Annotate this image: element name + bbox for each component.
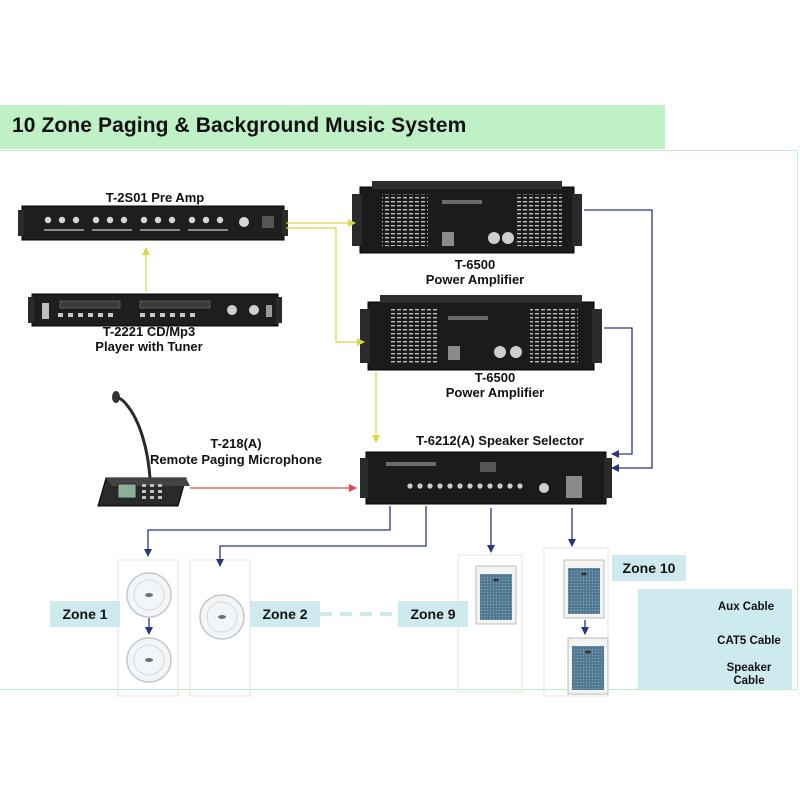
amp1-label-line1: T-6500 bbox=[454, 257, 496, 272]
amp2-label-line2: Power Amplifier bbox=[445, 385, 545, 400]
zone-1-box bbox=[117, 559, 179, 697]
legend-cat5-label: CAT5 Cable bbox=[717, 635, 781, 647]
cd-player-device bbox=[28, 293, 282, 327]
amp2-label-line1: T-6500 bbox=[474, 370, 516, 385]
legend-speaker-label-line1: Speaker bbox=[726, 662, 772, 674]
ceiling-speaker-icon bbox=[126, 572, 172, 618]
power-amplifier-1-device bbox=[352, 181, 582, 254]
ceiling-speaker-icon bbox=[199, 594, 245, 640]
preamp-label: T-2S01 Pre Amp bbox=[105, 190, 205, 205]
ceiling-speaker-icon bbox=[126, 637, 172, 683]
zone-1-label: Zone 1 bbox=[50, 601, 120, 627]
cable-legend bbox=[638, 589, 792, 689]
amp1-label-line2: Power Amplifier bbox=[425, 272, 525, 287]
cd-player-label-line1: T-2221 CD/Mp3 bbox=[102, 324, 196, 339]
legend-speaker-label-line2: Cable bbox=[733, 675, 765, 687]
zone-2-label: Zone 2 bbox=[250, 601, 320, 627]
wall-speaker-icon bbox=[563, 559, 605, 619]
legend-aux-label: Aux Cable bbox=[717, 601, 775, 613]
zone-10-box bbox=[543, 547, 609, 697]
zone-10-label: Zone 10 bbox=[612, 555, 686, 581]
page-title: 10 Zone Paging & Background Music System bbox=[12, 114, 467, 137]
preamp-device bbox=[18, 205, 288, 241]
wall-speaker-icon bbox=[567, 637, 609, 695]
zone-2-box bbox=[189, 559, 251, 697]
microphone-label-line1: T-218(A) bbox=[210, 436, 262, 451]
speaker-selector-device bbox=[360, 451, 612, 505]
speaker-cables bbox=[144, 209, 653, 635]
wall-speaker-icon bbox=[475, 565, 517, 625]
microphone-label-line2: Remote Paging Microphone bbox=[150, 452, 322, 467]
speaker-selector-label: T-6212(A) Speaker Selector bbox=[416, 433, 584, 448]
title-banner bbox=[0, 105, 665, 149]
power-amplifier-2-device bbox=[360, 295, 602, 371]
aux-cables bbox=[142, 219, 380, 443]
remote-paging-microphone-device bbox=[97, 391, 190, 507]
cd-player-label-line2: Player with Tuner bbox=[95, 339, 203, 354]
zone-9-label: Zone 9 bbox=[398, 601, 468, 627]
diagram-frame bbox=[0, 150, 798, 690]
